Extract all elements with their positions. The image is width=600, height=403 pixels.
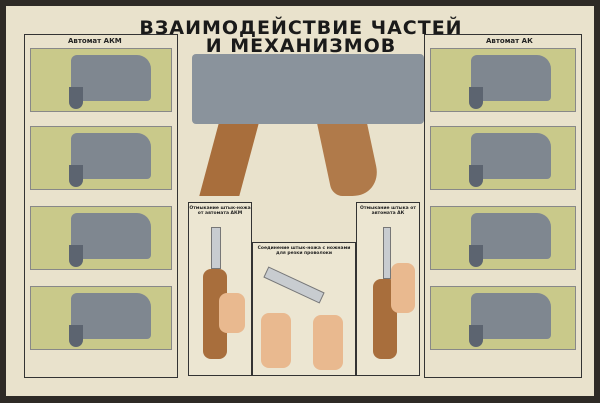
mechanism-part <box>71 293 151 339</box>
trigger <box>69 87 83 109</box>
left-mechanism-diagram <box>30 48 172 112</box>
bayonet-blade <box>383 227 391 279</box>
mechanism-part <box>471 293 551 339</box>
hand <box>391 263 415 313</box>
mechanism-part <box>471 213 551 259</box>
inset-center-caption: Соединение штык-ножа с ножнами для резки… <box>257 246 351 256</box>
trigger <box>469 87 483 109</box>
trigger <box>469 325 483 347</box>
hand <box>313 315 343 370</box>
title-line-2: И МЕХАНИЗМОВ <box>205 35 397 57</box>
inset-left-caption: Отмыкание штык-ножа от автомата АКМ <box>189 206 251 216</box>
right-mechanism-diagram <box>430 206 576 270</box>
mechanism-part <box>471 133 551 179</box>
right-mechanism-diagram <box>430 48 576 112</box>
hand <box>261 313 291 368</box>
left-panel-heading: Автомат АКМ <box>68 37 122 45</box>
trigger <box>469 165 483 187</box>
left-panel <box>24 34 178 378</box>
right-mechanism-diagram <box>430 126 576 190</box>
left-mechanism-diagram <box>30 286 172 350</box>
inset-left: Отмыкание штык-ножа от автомата АКМ <box>188 202 252 376</box>
mechanism-part <box>71 213 151 259</box>
bayonet-blade <box>263 266 325 304</box>
trigger <box>69 165 83 187</box>
left-mechanism-diagram <box>30 126 172 190</box>
rifle-magazine <box>315 116 383 196</box>
mechanism-part <box>471 55 551 101</box>
inset-right: Отмыкание штыка от автомата АК <box>356 202 420 376</box>
mechanism-part <box>71 55 151 101</box>
bayonet-blade <box>211 227 221 269</box>
title-line-1: ВЗАИМОДЕЙСТВИЕ ЧАСТЕЙ <box>139 17 463 39</box>
mechanism-part <box>71 133 151 179</box>
poster-title: ВЗАИМОДЕЙСТВИЕ ЧАСТЕЙ И МЕХАНИЗМОВ <box>126 17 476 57</box>
trigger <box>469 245 483 267</box>
right-panel <box>424 34 582 378</box>
trigger <box>69 325 83 347</box>
inset-center: Соединение штык-ножа с ножнами для резки… <box>252 242 356 376</box>
poster: ВЗАИМОДЕЙСТВИЕ ЧАСТЕЙ И МЕХАНИЗМОВ Автом… <box>6 6 594 396</box>
rifle-grip <box>199 116 261 196</box>
right-mechanism-diagram <box>430 286 576 350</box>
right-panel-heading: Автомат АК <box>486 37 533 45</box>
trigger <box>69 245 83 267</box>
inset-right-caption: Отмыкание штыка от автомата АК <box>360 206 416 216</box>
rifle-cutaway <box>192 54 424 124</box>
hand <box>219 293 245 333</box>
left-mechanism-diagram <box>30 206 172 270</box>
